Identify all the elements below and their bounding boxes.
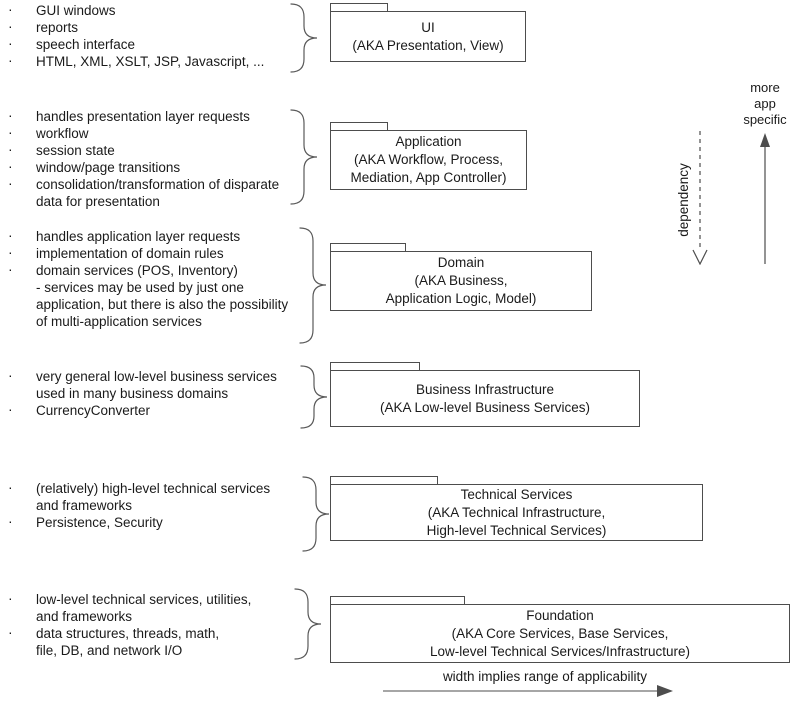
- bullet-note-line: workflow: [8, 124, 279, 142]
- notes-domain: handles application layer requestsimplem…: [8, 227, 289, 330]
- note-continuation-line: data for presentation: [36, 194, 160, 209]
- bullet-note-line: consolidation/transformation of disparat…: [8, 175, 279, 193]
- more-app-specific-line: more: [750, 80, 780, 95]
- notes-business-infrastructure: very general low-level business services…: [8, 367, 277, 419]
- brace-application: [290, 109, 318, 205]
- package-body-business-infrastructure: Business Infrastructure (AKA Low-level Bu…: [330, 370, 640, 427]
- package-title-line: High-level Technical Services): [426, 522, 607, 538]
- applicability-right-arrow-icon: [383, 685, 673, 697]
- package-tab-ui: [330, 3, 388, 11]
- notes-ui: GUI windowsreportsspeech interfaceHTML, …: [8, 1, 264, 70]
- package-title-line: Mediation, App Controller): [350, 170, 507, 185]
- package-title-line: (AKA Presentation, View): [352, 37, 504, 53]
- bullet-note-line: CurrencyConverter: [8, 401, 277, 419]
- note-continuation-line: and frameworks: [36, 498, 133, 513]
- package-title-line: (AKA Business,: [414, 273, 508, 288]
- package-title-line: (AKA Technical Infrastructure,: [427, 504, 606, 520]
- package-body-application: Application (AKA Workflow, Process, Mediat…: [330, 130, 527, 190]
- package-ui: UI (AKA Presentation, View): [330, 3, 526, 62]
- package-body-ui: UI (AKA Presentation, View): [330, 11, 526, 62]
- bullet-note-line: Persistence, Security: [8, 513, 270, 531]
- bullet-note-line: domain services (POS, Inventory): [8, 261, 288, 279]
- package-tab-technical-services: [330, 476, 438, 484]
- note-continuation-line: and frameworks: [36, 609, 133, 624]
- package-foundation: Foundation (AKA Core Services, Base Servi…: [330, 596, 790, 663]
- brace-technical-services: [302, 476, 330, 552]
- brace-ui: [290, 3, 318, 73]
- package-title-line: Technical Services: [460, 486, 573, 502]
- bullet-note-line: session state: [8, 141, 279, 159]
- package-tab-business-infrastructure: [330, 362, 420, 370]
- more-app-specific-line: specific: [743, 112, 787, 127]
- package-title-line: Application: [395, 134, 462, 149]
- note-continuation-line: file, DB, and network I/O: [36, 643, 183, 658]
- package-title-line: Low-level Technical Services/Infrastruct…: [429, 643, 691, 659]
- brace-domain: [299, 227, 327, 344]
- note-continuation-line: used in many business domains: [36, 386, 229, 401]
- package-title-line: Application Logic, Model): [385, 291, 537, 306]
- package-body-technical-services: Technical Services (AKA Technical Infrast…: [330, 484, 703, 541]
- package-body-foundation: Foundation (AKA Core Services, Base Servi…: [330, 604, 790, 663]
- package-title-line: Domain: [437, 255, 485, 270]
- package-tab-foundation: [330, 596, 465, 604]
- bullet-note-line: reports: [8, 18, 264, 36]
- bullet-note-line: handles presentation layer requests: [8, 107, 279, 125]
- bullet-note-line: window/page transitions: [8, 158, 279, 176]
- note-continuation-line: application, but there is also the possi…: [36, 297, 289, 312]
- bullet-note-line: low-level technical services, utilities,: [8, 590, 251, 608]
- bullet-note-line: speech interface: [8, 35, 264, 53]
- bullet-note-line: very general low-level business services: [8, 367, 277, 385]
- package-title-line: UI: [421, 19, 435, 35]
- more-app-specific-line: app: [754, 96, 776, 111]
- notes-technical-services: (relatively) high-level technical servic…: [8, 479, 270, 531]
- package-title-line: (AKA Workflow, Process,: [353, 152, 504, 167]
- bullet-note-line: (relatively) high-level technical servic…: [8, 479, 270, 497]
- bullet-note-line: data structures, threads, math,: [8, 624, 251, 642]
- package-title-line: Business Infrastructure: [415, 381, 555, 397]
- applicability-arrow-label: width implies range of applicability: [442, 669, 648, 684]
- more-app-specific-label: more app specific: [733, 80, 797, 128]
- bullet-note-line: handles application layer requests: [8, 227, 288, 245]
- package-domain: Domain (AKA Business, Application Logic, M…: [330, 243, 592, 311]
- brace-foundation: [294, 588, 322, 660]
- bullet-note-line: implementation of domain rules: [8, 244, 288, 262]
- notes-application: handles presentation layer requestsworkf…: [8, 107, 279, 210]
- package-application: Application (AKA Workflow, Process, Mediat…: [330, 122, 527, 190]
- note-continuation-line: - services may be used by just one: [36, 280, 244, 295]
- package-body-domain: Domain (AKA Business, Application Logic, M…: [330, 251, 592, 311]
- package-tab-application: [330, 122, 388, 130]
- dependency-dashed-arrow-icon: [692, 131, 708, 265]
- note-continuation-line: of multi-application services: [36, 314, 202, 329]
- package-business-infrastructure: Business Infrastructure (AKA Low-level Bu…: [330, 362, 640, 427]
- notes-foundation: low-level technical services, utilities,…: [8, 590, 251, 659]
- package-technical-services: Technical Services (AKA Technical Infrast…: [330, 476, 703, 541]
- package-title-line: Foundation: [526, 607, 594, 623]
- package-tab-domain: [330, 243, 406, 251]
- more-app-specific-up-arrow-icon: [760, 133, 770, 264]
- package-title-line: (AKA Low-level Business Services): [379, 399, 591, 415]
- bullet-note-line: GUI windows: [8, 1, 264, 19]
- bullet-note-line: HTML, XML, XSLT, JSP, Javascript, ...: [8, 52, 264, 70]
- package-title-line: (AKA Core Services, Base Services,: [451, 625, 669, 641]
- brace-business-infrastructure: [300, 365, 328, 429]
